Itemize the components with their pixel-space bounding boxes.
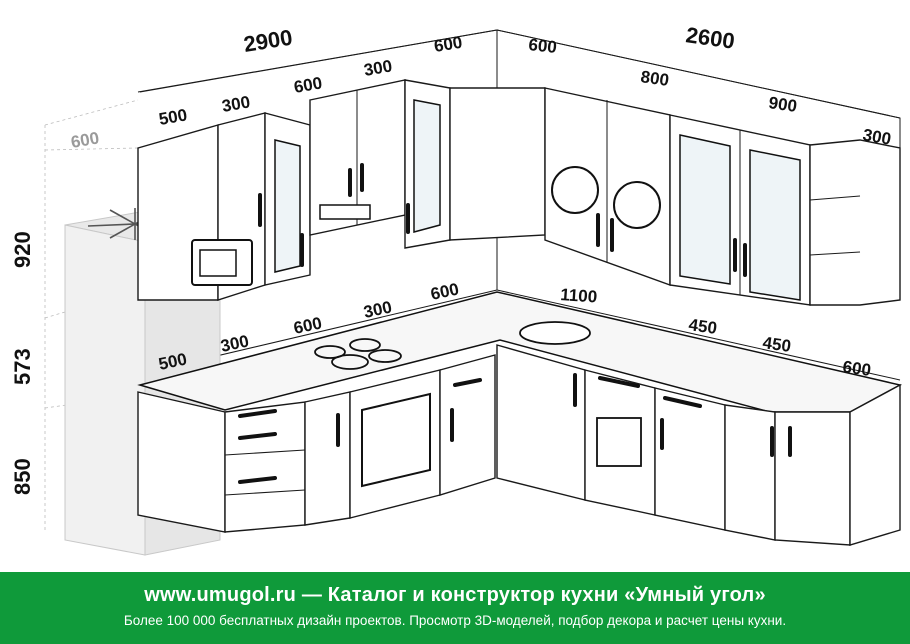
base-cabinets-right <box>496 344 901 546</box>
dim-upper-300-a: 300 <box>220 92 251 116</box>
cooktop <box>314 338 402 370</box>
kitchen-diagram: 2900 2600 600 600 500 300 600 300 800 90… <box>10 22 903 556</box>
dim-counter-600-end: 600 <box>841 357 872 380</box>
dim-upper-600-corner: 600 <box>433 33 464 56</box>
dim-counter-450-a: 450 <box>687 315 718 338</box>
dim-height-920: 920 <box>10 231 35 268</box>
dim-upper-800: 800 <box>639 67 670 90</box>
dim-upper-300-end: 300 <box>861 125 892 149</box>
dimension-labels: 2900 2600 600 600 500 300 600 300 800 90… <box>10 22 893 495</box>
dim-counter-1100: 1100 <box>560 285 598 307</box>
upper-cabinets-left <box>137 79 462 301</box>
banner-subtitle: Более 100 000 бесплатных дизайн проектов… <box>123 613 787 628</box>
upper-corner-cabinet <box>449 87 546 241</box>
dim-height-573: 573 <box>10 348 35 385</box>
footer-banner: www.umugol.ru — Каталог и конструктор ку… <box>0 572 910 644</box>
dim-upper-300-b: 300 <box>362 56 393 80</box>
dim-counter-600-a: 600 <box>292 313 324 337</box>
dim-upper-900: 900 <box>767 93 798 116</box>
dim-fridge-top-600: 600 <box>69 128 100 152</box>
banner-title[interactable]: www.umugol.ru — Каталог и конструктор ку… <box>144 584 766 606</box>
base-cabinets-left <box>137 354 496 533</box>
dim-upper-600-right: 600 <box>528 35 558 57</box>
upper-cabinets-right <box>544 87 901 306</box>
dim-counter-600-corner: 600 <box>429 279 461 303</box>
dim-upper-600-b: 600 <box>292 73 323 97</box>
dim-counter-300: 300 <box>219 331 251 355</box>
sink <box>519 321 591 345</box>
dim-counter-300-b: 300 <box>362 297 394 321</box>
dim-upper-left-total: 2900 <box>242 25 294 57</box>
tableware-icon <box>551 166 661 229</box>
dim-upper-right-total: 2600 <box>684 22 736 54</box>
range-hood <box>319 204 371 220</box>
dim-upper-500: 500 <box>157 105 188 129</box>
dim-counter-450-b: 450 <box>761 333 792 356</box>
dim-height-850: 850 <box>10 458 35 495</box>
microwave <box>191 239 253 286</box>
